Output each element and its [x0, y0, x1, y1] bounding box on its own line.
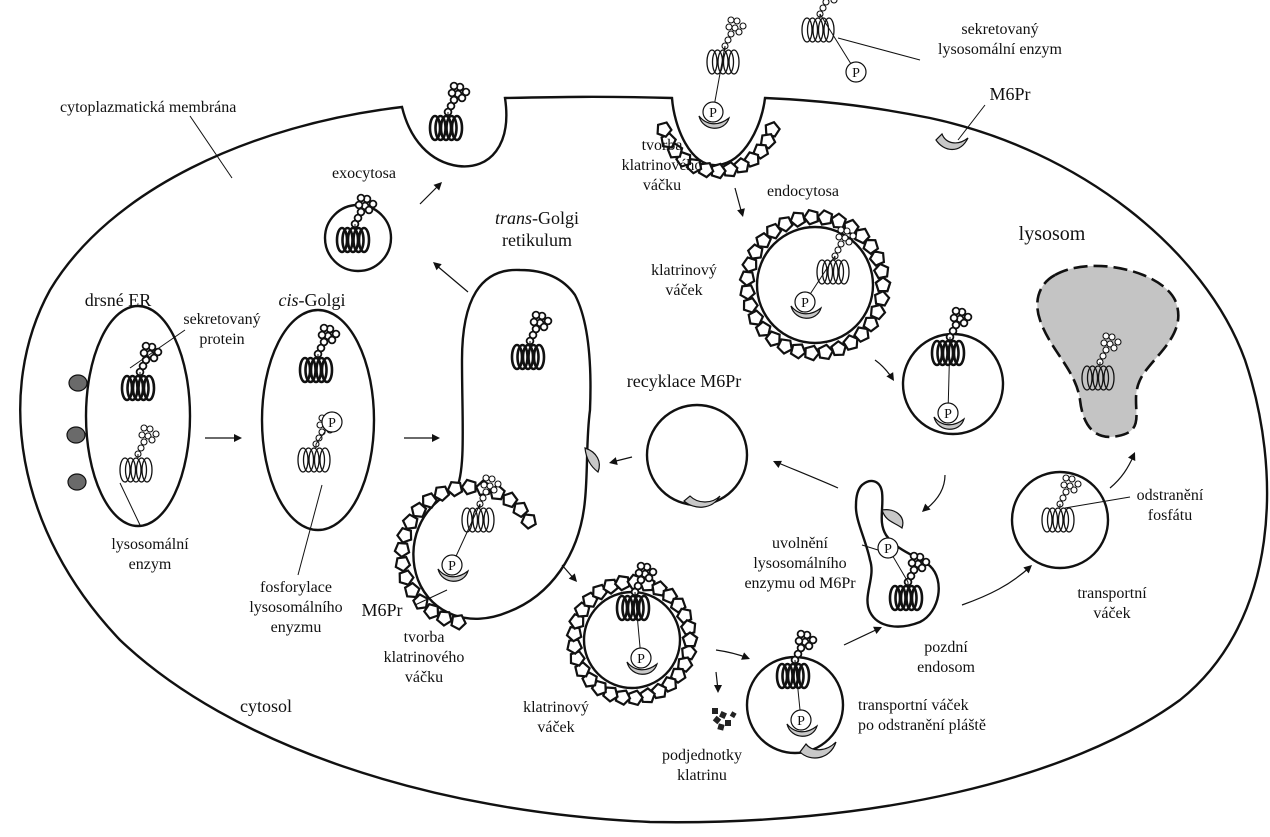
ribosome [67, 427, 85, 443]
enzyme-receptor-pit: P [699, 17, 746, 128]
label-cytosol: cytosol [240, 696, 292, 716]
phosphate-symbol: P [884, 542, 892, 557]
ribosome [69, 375, 87, 391]
phosphate-symbol: P [944, 407, 952, 422]
label-lysosome: lysosom [1019, 223, 1086, 245]
label-cis-golgi: cis-Golgi [279, 290, 346, 310]
phosphate-symbol: P [797, 714, 805, 729]
transport-vesicle [1012, 472, 1108, 568]
label-rough-er: drsné ER [85, 290, 152, 310]
endocytic-clathrin-vesicle [757, 227, 873, 343]
secreted-protein-exocytosed [430, 83, 469, 140]
label-endocytosis: endocytosa [767, 183, 839, 200]
phosphate-symbol: P [448, 559, 456, 574]
cis-golgi [262, 310, 374, 530]
phosphate-symbol: P [709, 106, 717, 121]
label-m6pr-top: M6Pr [989, 84, 1030, 104]
secreted-lysosomal-enzyme-outside: P [802, 0, 866, 82]
cell-membrane [20, 97, 1267, 822]
recycling-vesicle [647, 405, 747, 505]
label-exocytosis: exocytosa [332, 165, 396, 182]
ribosome [68, 474, 86, 490]
label-recycling: recyklace M6Pr [627, 371, 741, 391]
label-m6pr-bottom: M6Pr [361, 600, 402, 620]
label-cytoplasmic-membrane: cytoplazmatická membrána [60, 99, 236, 116]
phosphate-symbol: P [801, 296, 809, 311]
phosphate-symbol: P [328, 416, 336, 431]
phosphate-symbol: P [852, 66, 860, 81]
phosphate-symbol: P [637, 652, 645, 667]
rough-er [86, 306, 190, 526]
